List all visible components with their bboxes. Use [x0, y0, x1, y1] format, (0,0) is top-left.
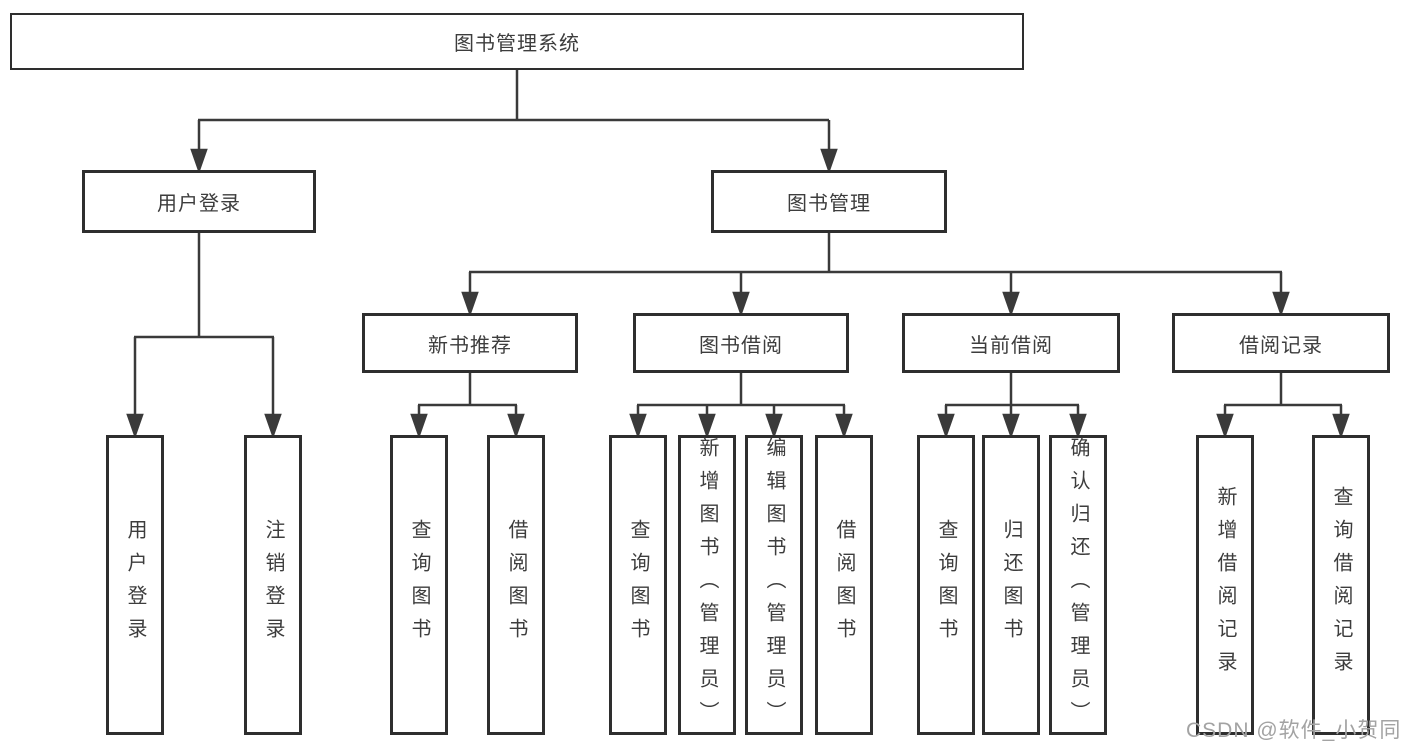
leaf-edit-book-admin: 编辑图书（管理员）	[745, 435, 803, 735]
node-label: 用户登录	[124, 519, 146, 651]
node-borrowing-records: 借阅记录	[1172, 313, 1390, 373]
node-label: 查询借阅记录	[1330, 486, 1352, 684]
node-label: 查询图书	[627, 519, 649, 651]
node-user-login-branch: 用户登录	[82, 170, 316, 233]
node-label: 注销登录	[262, 519, 284, 651]
node-label: 确认归还（管理员）	[1067, 436, 1089, 734]
leaf-return-book: 归还图书	[982, 435, 1040, 735]
node-label: 借阅图书	[505, 519, 527, 651]
node-library-management-system: 图书管理系统	[10, 13, 1024, 70]
leaf-query-books-recommend: 查询图书	[390, 435, 448, 735]
leaf-confirm-return-admin: 确认归还（管理员）	[1049, 435, 1107, 735]
node-label: 归还图书	[1000, 519, 1022, 651]
node-label: 用户登录	[157, 193, 241, 215]
node-label: 新增图书（管理员）	[696, 436, 718, 734]
leaf-logout: 注销登录	[244, 435, 302, 735]
node-label: 新增借阅记录	[1214, 486, 1236, 684]
leaf-query-borrow-record: 查询借阅记录	[1312, 435, 1370, 735]
leaf-borrow-books-recommend: 借阅图书	[487, 435, 545, 735]
leaf-query-books-borrow: 查询图书	[609, 435, 667, 735]
node-new-book-recommendation: 新书推荐	[362, 313, 578, 373]
node-label: 编辑图书（管理员）	[763, 436, 785, 734]
node-label: 借阅图书	[833, 519, 855, 651]
node-label: 查询图书	[408, 519, 430, 651]
node-book-management-branch: 图书管理	[711, 170, 947, 233]
node-label: 图书管理	[787, 193, 871, 215]
node-label: 当前借阅	[969, 334, 1053, 357]
node-label: 图书借阅	[699, 334, 783, 357]
node-label: 图书管理系统	[454, 33, 580, 55]
leaf-query-books-current: 查询图书	[917, 435, 975, 735]
node-current-borrowing: 当前借阅	[902, 313, 1120, 373]
leaf-borrow-books: 借阅图书	[815, 435, 873, 735]
node-label: 借阅记录	[1239, 334, 1323, 357]
node-label: 新书推荐	[428, 334, 512, 357]
leaf-add-book-admin: 新增图书（管理员）	[678, 435, 736, 735]
node-label: 查询图书	[935, 519, 957, 651]
leaf-user-login: 用户登录	[106, 435, 164, 735]
leaf-add-borrow-record: 新增借阅记录	[1196, 435, 1254, 735]
node-book-borrowing: 图书借阅	[633, 313, 849, 373]
